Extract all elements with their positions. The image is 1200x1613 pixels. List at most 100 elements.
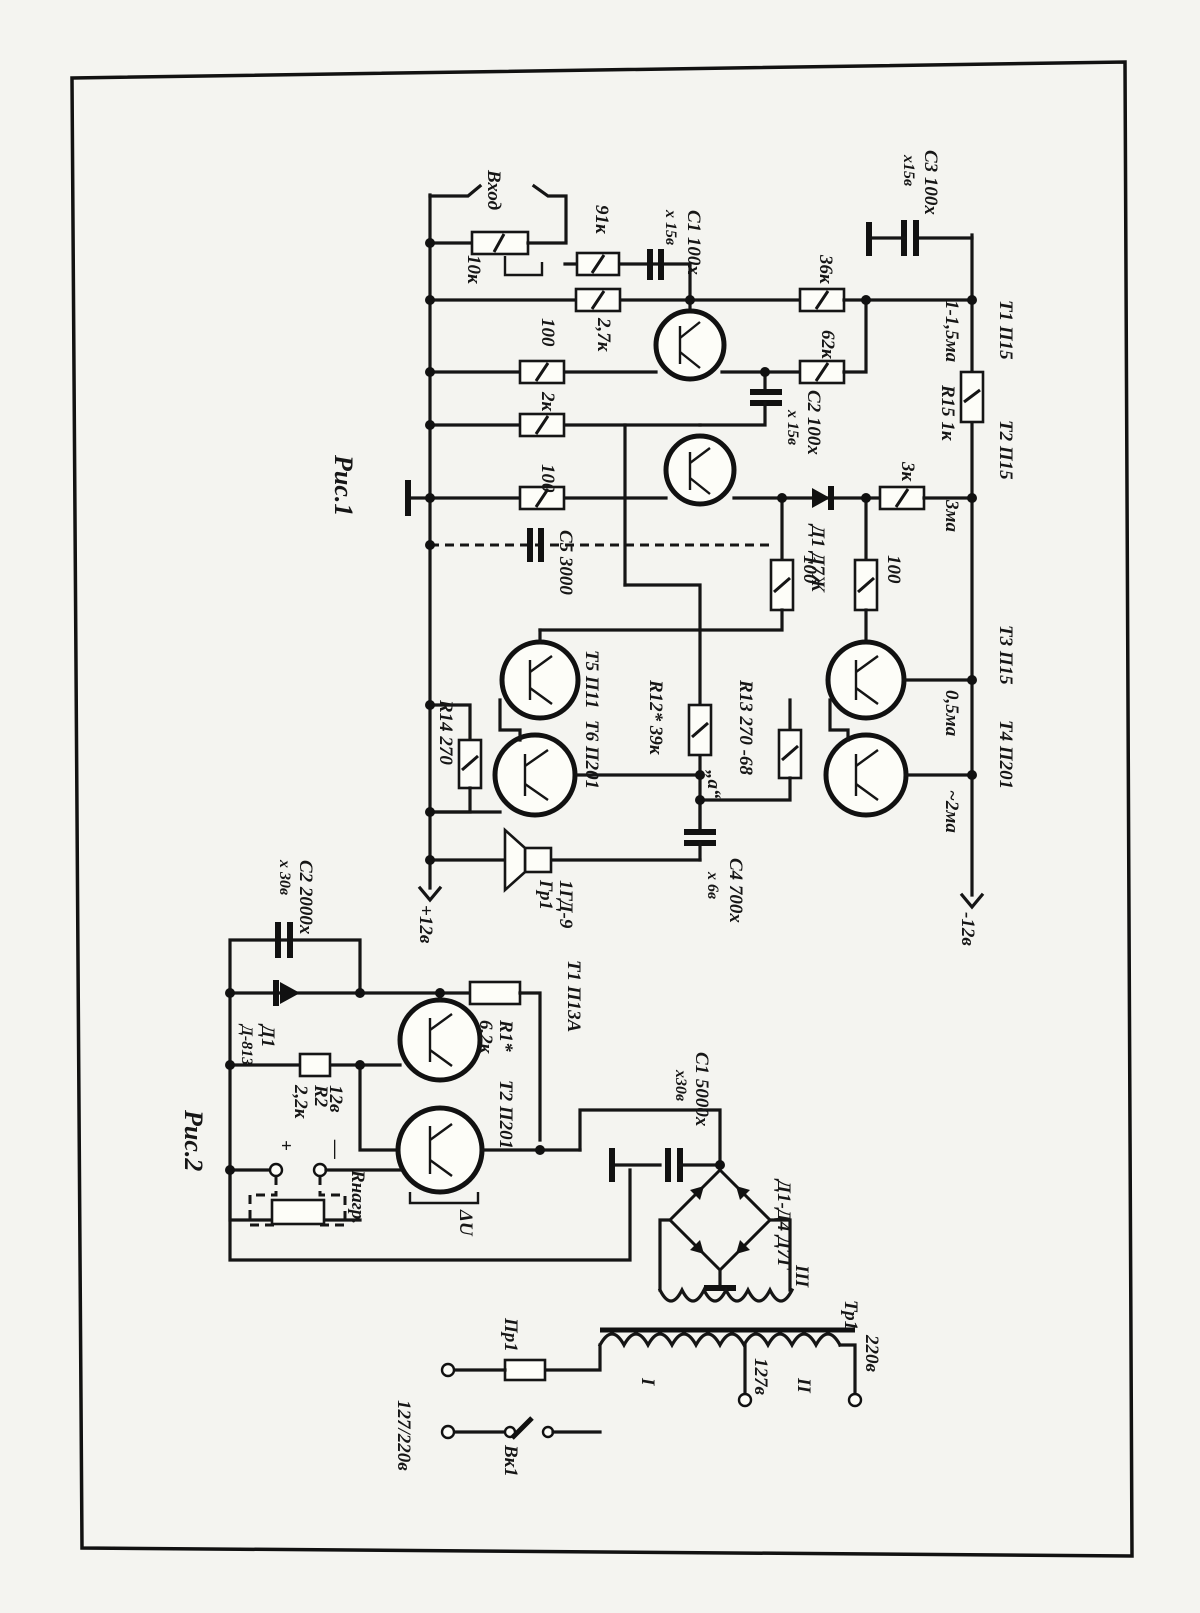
label-fig2-c1: С1 5000х <box>691 1052 712 1127</box>
speaker-cone <box>505 830 525 890</box>
label-r7: 2к <box>537 391 558 413</box>
label-t4: Т4 П201 <box>995 720 1016 789</box>
label-transformer-ref: Тр1 <box>840 1300 861 1330</box>
label-tap: 127в <box>750 1358 771 1396</box>
fig2-bridge-diodes <box>690 1186 750 1254</box>
c2-to-t2 <box>700 403 765 425</box>
fig1-title-group: Рис.1 <box>329 454 358 516</box>
input-jack-right <box>534 186 566 240</box>
fig2-mains-terminal-a <box>442 1364 454 1376</box>
transistor-t3 <box>828 642 904 718</box>
label-winding-i: I <box>637 1377 658 1386</box>
label-winding-ii: II <box>793 1377 814 1393</box>
label-fuse: Пр1 <box>500 1317 521 1352</box>
transistor-t2 <box>666 436 734 504</box>
fig2-tap-terminal <box>739 1394 751 1406</box>
fig2-bridge-left-lead <box>660 1220 670 1290</box>
label-c5: С5 3000 <box>555 530 576 595</box>
label-current-3: 0,5ма <box>941 690 962 737</box>
fig2-primary-left <box>545 1345 600 1370</box>
label-fig2-c2: С2 2000х <box>295 860 316 935</box>
label-r2: 91к <box>591 205 612 235</box>
label-fig2-zener-ref: Д1 <box>257 1023 278 1047</box>
label-c2: С2 100х <box>803 390 824 455</box>
label-node-a: „а“ <box>703 770 724 799</box>
plus-arrow <box>420 888 440 900</box>
label-r3: 36к <box>815 254 836 285</box>
label-fig2-load: Rнагр. <box>347 1169 368 1224</box>
label-transformer-voltage: 220в <box>861 1334 882 1373</box>
transistor-t4 <box>826 735 906 815</box>
speaker-body <box>525 848 551 872</box>
label-fig2-t1: Т1 П13А <box>563 960 584 1032</box>
label-fig2-out-minus: — <box>325 1139 346 1159</box>
label-t2: Т2 П15 <box>995 420 1016 480</box>
fig1-title: Рис.1 <box>329 454 358 516</box>
label-t3: Т3 П15 <box>995 625 1016 685</box>
label-c4-rating: х 6в <box>704 871 721 899</box>
r14-to-rail <box>430 788 470 812</box>
transistor-t5 <box>502 642 578 718</box>
input-jack-left <box>430 186 480 196</box>
label-fig2-delta-u: ΔU <box>455 1209 476 1237</box>
label-fig2-zener-type: Д-813 <box>238 1023 255 1065</box>
label-d1: Д1 Д7Ж <box>807 523 828 593</box>
label-c1-rating: х 15в <box>662 209 679 245</box>
fig2-title: Рис.2 <box>179 1109 208 1171</box>
label-r1: 10к <box>463 255 484 285</box>
label-supply-plus: +12в <box>415 905 436 944</box>
label-t5: Т5 П11 <box>581 650 602 709</box>
label-mains: 127/220в <box>393 1400 414 1471</box>
fig2-load-resistor <box>272 1200 324 1224</box>
fig2-out-minus-terminal <box>314 1164 326 1176</box>
label-c3: С3 100х <box>920 150 941 215</box>
fig2-mains-terminal-b <box>442 1426 454 1438</box>
label-t6: Т6 П201 <box>581 720 602 789</box>
fig2-labels: Тр1 220в I II III 127в Пр1 Вк1 127/220в … <box>238 859 882 1477</box>
r1-wiper <box>505 256 542 275</box>
label-r12: R12* 39к <box>645 679 666 756</box>
label-fig2-c2-rating: х 30в <box>276 859 293 895</box>
fig2-zener-d1 <box>280 982 300 1004</box>
minus-arrow <box>962 895 982 907</box>
r11-to-t5 <box>540 610 782 630</box>
label-r15: R15 1к <box>937 384 958 442</box>
label-fig2-r1-value: 6,2к <box>475 1020 496 1055</box>
label-r6: 100 <box>537 318 558 347</box>
label-c2-rating: х 15в <box>784 409 801 445</box>
r5-feedback <box>844 300 866 372</box>
label-fig2-out-plus: + <box>275 1140 296 1151</box>
fig2-resistor-r2 <box>300 1054 330 1076</box>
label-c4: С4 700х <box>725 858 746 923</box>
label-r9: 3к <box>897 461 918 483</box>
label-fig2-t2: Т2 П201 <box>495 1080 516 1149</box>
fig2-transistor-t2 <box>398 1108 482 1192</box>
label-supply-minus: -12в <box>957 912 978 946</box>
label-current-1: 1-1,5ма <box>941 300 962 363</box>
fig2-fuse <box>505 1360 545 1380</box>
label-fig2-r2-value: 2,2к <box>290 1084 311 1120</box>
label-fig2-r1-ref: R1* <box>495 1019 516 1052</box>
fig2-resistor-r1 <box>470 982 520 1004</box>
label-bridge: Д1-Д4 Д7Г <box>773 1178 794 1271</box>
fig2-title-group: Рис.2 <box>179 1109 208 1171</box>
label-input: Вход <box>483 169 504 210</box>
label-switch: Вк1 <box>500 1444 521 1477</box>
fig2-220-terminal <box>849 1394 861 1406</box>
fig2-r1-right <box>520 993 540 1140</box>
label-speaker-ref: Гр1 <box>535 879 556 910</box>
label-fig2-c1-rating: х30в <box>672 1069 689 1101</box>
fig2-left-bus <box>230 940 360 1220</box>
diode-d1 <box>812 488 830 508</box>
label-fig2-out-voltage: 12в <box>325 1085 346 1113</box>
label-c3-rating: х15в <box>900 154 917 186</box>
label-current-2: 3ма <box>941 499 962 533</box>
fig2-primary-right <box>840 1345 855 1395</box>
fig2-out-plus-terminal <box>270 1164 282 1176</box>
fig2-transistor-t1 <box>400 1000 480 1080</box>
label-r13: R13 270 -68 <box>735 679 756 776</box>
label-r4: 2,7к <box>593 317 614 353</box>
label-r14: R14 270 <box>435 699 456 765</box>
